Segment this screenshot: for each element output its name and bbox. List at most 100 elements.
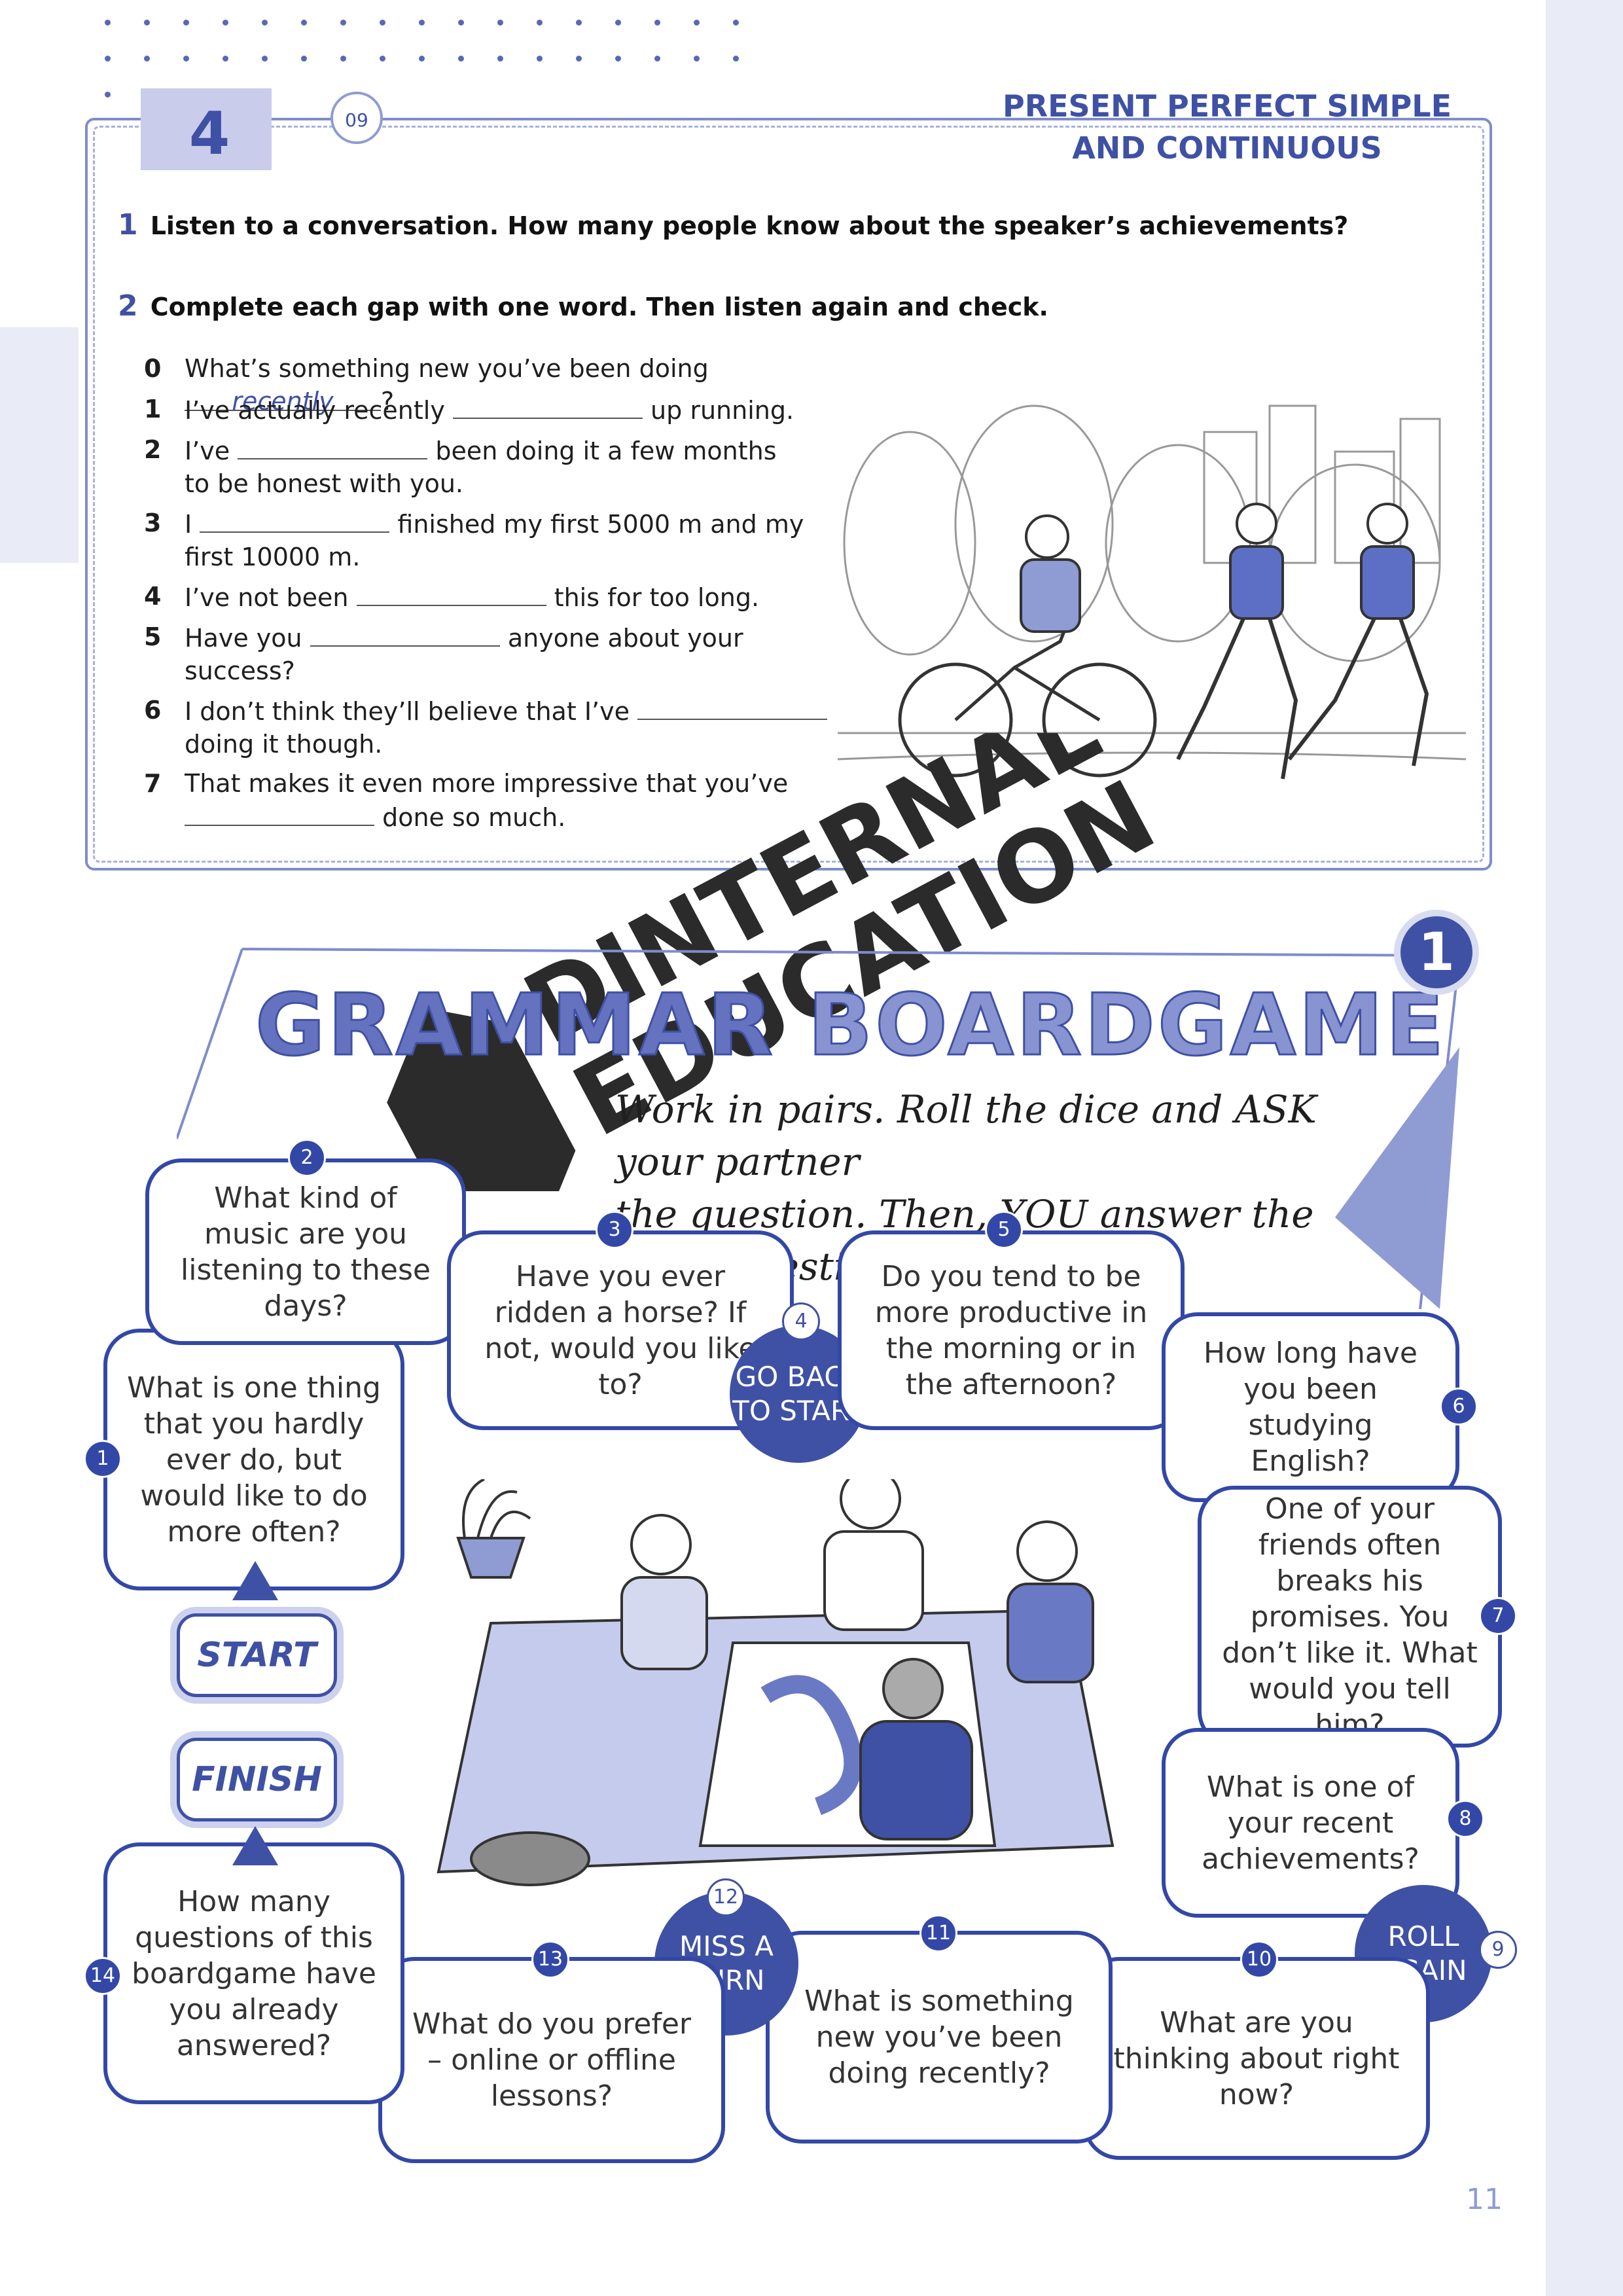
board-square-5: Do you tend to be more productive in the… (838, 1230, 1185, 1430)
square-number: 12 (707, 1878, 745, 1916)
finish-arrow-icon (232, 1826, 278, 1865)
item-number: 6 (144, 696, 162, 725)
square-text: How long have you been studying English? (1204, 1336, 1418, 1478)
square-number: 6 (1440, 1388, 1478, 1426)
square-number: 10 (1240, 1941, 1278, 1979)
square-number: 5 (985, 1211, 1023, 1249)
gap-item: 4 I’ve not been this for too long. (144, 580, 851, 613)
exercise-1: 1 Listen to a conversation. How many peo… (118, 208, 1348, 242)
item-text: What’s something new you’ve been doing (185, 354, 709, 383)
item-text: first 10000 m. (185, 543, 361, 571)
item-number: 5 (144, 622, 162, 651)
item-text: I’ve (185, 437, 230, 465)
square-text: What is something new you’ve been doing … (804, 1984, 1074, 2090)
board-square-10: What are you thinking about right now? (1083, 1957, 1430, 2160)
board-square-7: One of your friends often breaks his pro… (1198, 1486, 1502, 1748)
board-square-11: What is something new you’ve been doing … (766, 1931, 1113, 2144)
gap-item: 0 What’s something new you’ve been doing… (144, 352, 851, 416)
square-text: What are you thinking about right now? (1113, 2005, 1400, 2111)
item-number: 7 (144, 769, 162, 798)
exercise-number: 2 (118, 289, 138, 323)
item-text: I’ve actually recently (185, 396, 445, 425)
park-runners-illustration (838, 404, 1466, 780)
item-text: That makes it even more impressive that … (185, 769, 789, 798)
boardgame-title-part2: BOARDGAME (807, 975, 1447, 1076)
gap-item: 2 I’ve been doing it a few months to be h… (144, 433, 851, 499)
item-text: finished my first 5000 m and my (397, 510, 804, 539)
square-text: How many questions of this boardgame hav… (132, 1884, 376, 2062)
start-arrow-icon (232, 1561, 278, 1600)
gap-blank[interactable] (452, 393, 643, 419)
board-square-6: How long have you been studying English? (1162, 1312, 1459, 1502)
gap-blank[interactable] (637, 694, 828, 720)
unit-number: 4 (188, 99, 230, 168)
item-number: 4 (144, 582, 162, 611)
board-square-2: What kind of music are you listening to … (145, 1158, 466, 1345)
gap-item: 6 I don’t think they’ll believe that I’v… (144, 694, 851, 759)
gap-blank[interactable] (200, 507, 390, 533)
gap-item: 7 That makes it even more impressive tha… (144, 767, 851, 833)
square-text: What do you prefer – online or offline l… (412, 2007, 692, 2113)
gap-answer: recently (185, 385, 381, 416)
side-margin-strip (1546, 0, 1623, 2296)
square-number: 7 (1479, 1597, 1517, 1635)
item-number: 2 (144, 435, 162, 464)
gap-blank[interactable] (185, 800, 374, 826)
gap-blank[interactable] (238, 433, 428, 459)
item-text: I’ve not been (185, 583, 349, 612)
square-text: What kind of music are you listening to … (181, 1181, 431, 1323)
board-square-14: How many questions of this boardgame hav… (103, 1842, 404, 2104)
left-margin-tab (0, 327, 79, 563)
item-text: been doing it a few months (435, 437, 777, 465)
exercise-number: 1 (118, 208, 138, 242)
square-number: 2 (288, 1139, 326, 1177)
item-text: Have you (185, 624, 302, 653)
item-text: I (185, 510, 192, 539)
exercise-2: 2 Complete each gap with one word. Then … (118, 289, 1048, 323)
boardgame-title: GRAMMAR BOARDGAME (255, 975, 1447, 1076)
square-number: 4 (782, 1302, 820, 1340)
square-text: Have you ever ridden a horse? If not, wo… (484, 1259, 757, 1401)
friends-playing-boardgame-illustration (437, 1479, 1115, 1886)
square-text: What is one thing that you hardly ever d… (127, 1371, 381, 1549)
item-text: this for too long. (554, 583, 760, 612)
gap-item: 1 I’ve actually recently up running. (144, 393, 851, 425)
item-text: to be honest with you. (185, 469, 463, 498)
gap-item: 5 Have you anyone about your success? (144, 620, 851, 686)
page-number: 11 (1466, 2183, 1503, 2216)
boardgame-title-part1: GRAMMAR (255, 975, 776, 1076)
square-number: 1 (84, 1440, 122, 1478)
gap-blank[interactable] (356, 580, 546, 606)
square-text: Do you tend to be more productive in the… (874, 1259, 1148, 1401)
boardgame-badge: 1 (1400, 916, 1472, 988)
gap-blank[interactable] (310, 620, 500, 647)
item-text: I don’t think they’ll believe that I’ve (185, 697, 630, 726)
exercise-instruction: Complete each gap with one word. Then li… (150, 293, 1048, 321)
item-number: 3 (144, 509, 162, 537)
item-text: ? (381, 387, 395, 416)
exercise-instruction: Listen to a conversation. How many peopl… (150, 211, 1349, 240)
instructions-line1: Work in pairs. Roll the dice and ASK you… (615, 1087, 1317, 1184)
finish-label: FINISH (177, 1738, 337, 1821)
section-title-line2: AND CONTINUOUS (1072, 130, 1382, 166)
square-text: What is one of your recent achievements? (1202, 1770, 1419, 1876)
section-title: PRESENT PERFECT SIMPLE AND CONTINUOUS (975, 85, 1479, 169)
square-text: One of your friends often breaks his pro… (1222, 1492, 1478, 1742)
item-text: up running. (651, 396, 794, 425)
square-number: 8 (1446, 1800, 1484, 1838)
square-number: 13 (531, 1941, 569, 1979)
item-text: doing it though. (185, 730, 383, 759)
item-text: done so much. (382, 803, 566, 832)
board-square-1: What is one thing that you hardly ever d… (103, 1329, 404, 1590)
square-number: 14 (84, 1957, 122, 1995)
unit-badge-background (141, 88, 272, 170)
section-title-line1: PRESENT PERFECT SIMPLE (1002, 88, 1452, 124)
square-number: 3 (596, 1211, 633, 1249)
item-number: 1 (144, 395, 162, 423)
exercise-frame (85, 118, 1492, 870)
square-number: 9 (1479, 1931, 1517, 1969)
board-square-13: What do you prefer – online or offline l… (378, 1957, 725, 2163)
start-label: START (177, 1613, 337, 1697)
item-text: success? (185, 656, 295, 685)
item-text: anyone about your (507, 624, 743, 653)
